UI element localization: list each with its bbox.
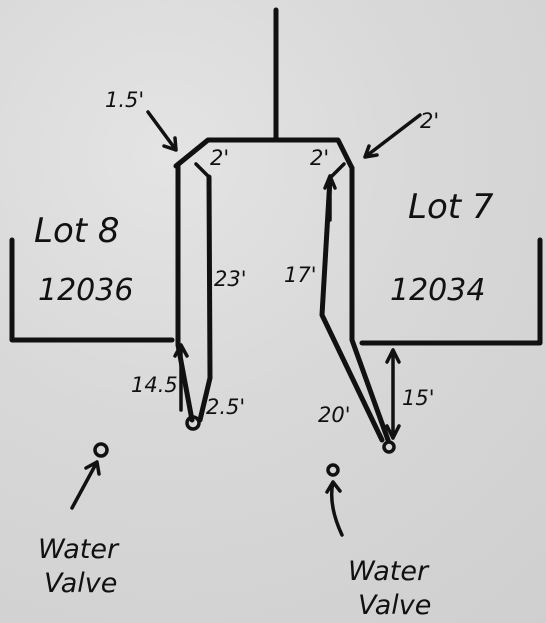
lot-7-number: 12034 — [390, 273, 485, 308]
left-valve-label-line2: Valve — [44, 568, 117, 599]
right-valve-pointer-arrow — [325, 480, 344, 537]
left-line-outer — [175, 163, 195, 423]
dim-right-run: 17' — [284, 263, 317, 287]
dim-left-run: 23' — [214, 267, 247, 291]
dim-left-corner: 2' — [210, 146, 229, 170]
left-line-end-circle — [185, 415, 201, 431]
dim-left-lot-to-end: 14.5' — [131, 373, 184, 397]
right-line-outer — [349, 165, 391, 443]
left-valve-label-line1: Water — [38, 534, 120, 565]
dim-right-diagonal: 20' — [318, 403, 351, 427]
lot-7-label: Lot 7 — [408, 187, 494, 227]
right-line-inner — [319, 175, 385, 443]
lot-8-label: Lot 8 — [34, 211, 120, 251]
left-valve-pointer-arrow — [70, 460, 101, 510]
right-valve-label-line2: Valve — [358, 590, 431, 621]
right-water-valve-icon — [326, 463, 340, 477]
dim-left-end-width: 2.5' — [206, 395, 245, 419]
right-lot-to-end-arrow — [385, 348, 401, 440]
lot-8-boundary — [9, 237, 175, 343]
left-top-offset-arrow — [146, 110, 178, 152]
left-line-inner — [197, 174, 213, 423]
right-valve-label-line1: Water — [348, 556, 430, 587]
left-water-valve-icon — [93, 442, 109, 458]
left-lot-to-end-arrow — [173, 343, 189, 412]
left-corner-inner — [194, 162, 211, 179]
dim-right-top-offset: 2' — [420, 109, 439, 133]
lot-8-number: 12036 — [38, 273, 133, 308]
dim-right-lot-to-end: 15' — [402, 386, 435, 410]
right-top-offset-arrow — [363, 113, 422, 159]
right-line-end-circle — [382, 440, 396, 454]
dim-left-top-offset: 1.5' — [105, 88, 144, 112]
lot-7-boundary — [359, 237, 543, 346]
top-manifold — [173, 137, 355, 171]
right-run-arrow — [323, 174, 337, 222]
dim-right-corner: 2' — [310, 146, 329, 170]
right-corner-inner — [330, 162, 346, 178]
